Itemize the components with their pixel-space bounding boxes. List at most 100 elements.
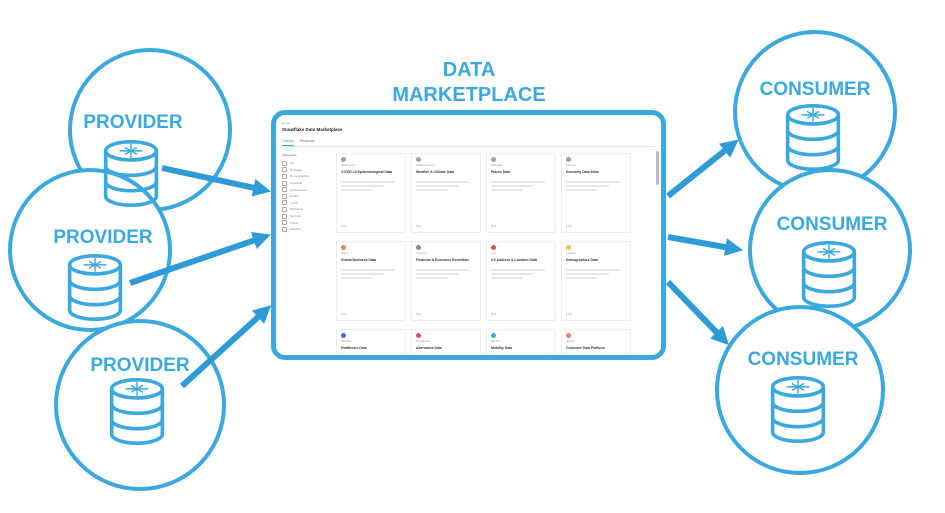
card-description-line	[341, 189, 374, 191]
card-title: Economy Data Atlas	[566, 170, 599, 174]
provider-node-3	[54, 319, 226, 491]
card-description-line	[491, 273, 535, 275]
category-icon	[282, 226, 287, 232]
sidebar-item-health[interactable]: Health	[282, 193, 330, 200]
sidebar-item-marketing[interactable]: Marketing	[282, 206, 330, 213]
diagram-title-line-1: DATA	[443, 59, 496, 81]
sidebar-item-government[interactable]: Government	[282, 186, 330, 193]
card-provider: Worldquant	[416, 340, 430, 343]
sidebar-item-demographics[interactable]: Demographics	[282, 173, 330, 180]
sidebar-item-security[interactable]: Security	[282, 213, 330, 220]
sidebar-item-label: Health	[290, 194, 299, 199]
scrollbar[interactable]	[656, 151, 659, 185]
sidebar-item-label: Demographics	[290, 174, 310, 179]
card-description-line	[416, 181, 470, 183]
card-description-line	[416, 185, 460, 187]
provider-logo-icon	[341, 245, 346, 250]
sidebar-item-label: All	[290, 161, 294, 166]
tab-requests[interactable]: Requests	[299, 139, 315, 143]
card-title: Healthcare Data	[341, 346, 367, 350]
provider-logo-icon	[416, 333, 421, 338]
consumer-arrows	[665, 139, 744, 346]
provider-logo-icon	[341, 333, 346, 338]
card-price: Free	[491, 225, 497, 228]
sidebar-item-weather[interactable]: Weather	[282, 226, 330, 233]
arrow-provider-2	[129, 231, 271, 286]
card-description-line	[566, 273, 610, 275]
category-icon	[282, 213, 287, 219]
breadcrumb[interactable]: Home	[282, 121, 291, 125]
provider-logo-icon	[491, 157, 496, 162]
sidebar-item-label: Security	[290, 214, 301, 219]
card-description-line	[491, 189, 524, 191]
card-title: Global Business Data	[341, 258, 376, 262]
card-description-line	[566, 189, 599, 191]
card-description-line	[416, 273, 460, 275]
card-description-line	[341, 277, 374, 279]
category-icon	[282, 206, 287, 212]
category-icon	[282, 187, 287, 193]
tab-bar: Listings Requests	[282, 139, 655, 147]
category-icon	[282, 173, 287, 179]
sidebar-item-label: Weather	[290, 227, 302, 232]
sidebar-item-label: Travel	[290, 220, 299, 225]
arrow-provider-1	[161, 165, 272, 197]
card-price: Free	[341, 225, 347, 228]
provider-node-2	[8, 168, 172, 332]
provider-label: PROVIDER	[83, 112, 183, 133]
sidebar-item-local[interactable]: Local	[282, 200, 330, 207]
tab-listings[interactable]: Listings	[282, 139, 294, 146]
category-icon	[282, 180, 287, 186]
arrow-provider-3	[179, 305, 272, 389]
card-provider: Datavant	[341, 340, 352, 343]
page-title: Snowflake Data Marketplace	[282, 127, 343, 132]
arrow-consumer-1	[666, 139, 739, 199]
category-icon	[282, 160, 287, 166]
card-description-line	[491, 277, 524, 279]
card-title: Places Data	[491, 170, 511, 174]
card-description-line	[566, 181, 620, 183]
card-price: Free	[341, 313, 347, 316]
card-provider: Crux	[491, 252, 497, 255]
card-description-line	[341, 269, 395, 271]
provider-logo-icon	[491, 245, 496, 250]
sidebar-item-label: Marketing	[290, 207, 304, 212]
consumer-label: CONSUMER	[760, 79, 871, 100]
category-icon	[282, 193, 287, 199]
consumer-node-3	[715, 305, 885, 475]
sidebar-heading: Categories	[282, 153, 297, 157]
provider-arrows	[129, 165, 272, 389]
sidebar-item-financial[interactable]: Financial	[282, 180, 330, 187]
card-provider: Acxiom	[566, 340, 575, 343]
card-provider: Safegraph	[491, 164, 503, 167]
category-icon	[282, 220, 287, 226]
card-provider: Zetaris	[341, 252, 349, 255]
sidebar-item-all[interactable]: All	[282, 160, 330, 167]
sidebar-item-business[interactable]: Business	[282, 167, 330, 174]
card-title: Mobility Data	[491, 346, 513, 350]
card-description-line	[341, 185, 385, 187]
sidebar-item-travel[interactable]: Travel	[282, 219, 330, 226]
card-price: Free	[566, 225, 572, 228]
card-provider: Starschema	[341, 164, 355, 167]
provider-logo-icon	[566, 333, 571, 338]
card-description-line	[341, 273, 385, 275]
provider-logo-icon	[416, 245, 421, 250]
card-description-line	[491, 181, 545, 183]
card-provider: Knoema	[566, 252, 576, 255]
card-provider: Knoema	[566, 164, 576, 167]
